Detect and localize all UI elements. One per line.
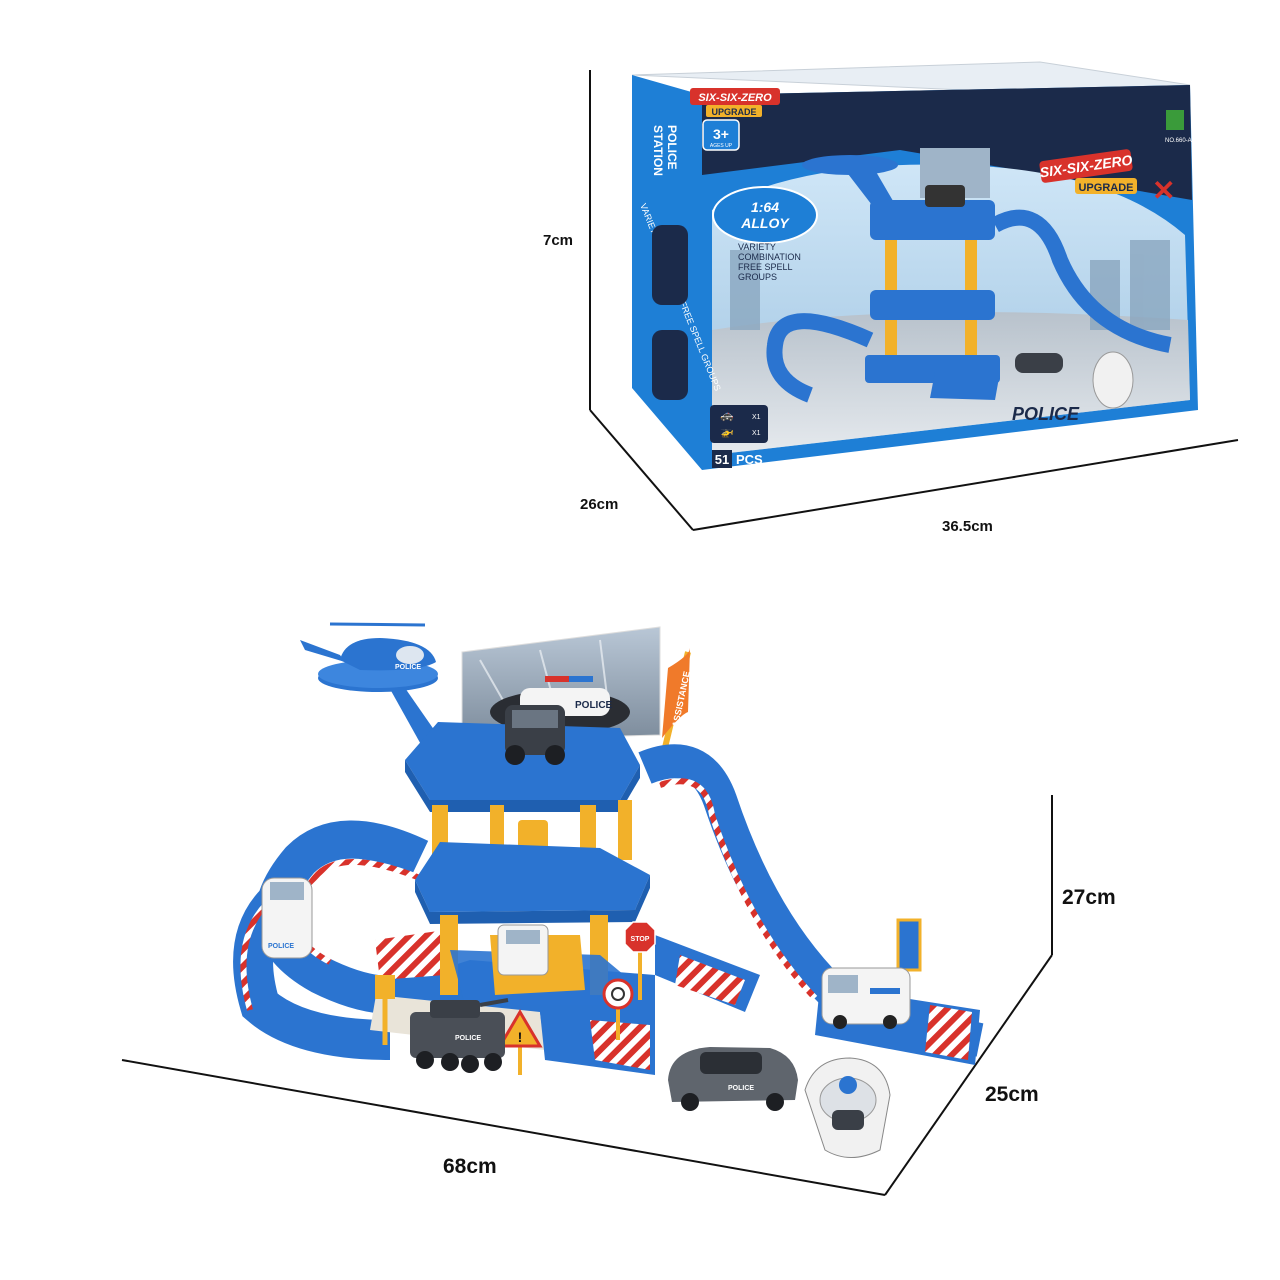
feature-line-1: VARIETY <box>738 242 776 252</box>
stop-sign-text: STOP <box>631 936 650 943</box>
model-number-text: NO.660-A31 <box>1165 138 1199 144</box>
car-count-text: X1 <box>752 414 761 421</box>
side-title-line-1: POLICE <box>665 125 679 170</box>
playset-illustration: POLICE ASSISTANCE POLICE POLICE <box>121 622 1053 1196</box>
stop-sign: STOP <box>624 921 656 1000</box>
box-side-brand-text: SIX-SIX-ZERO <box>698 92 772 104</box>
white-van: POLICE <box>261 877 313 959</box>
pieces-label-text: PCS <box>736 452 763 467</box>
scale-badge: 1:64 ALLOY <box>712 186 818 244</box>
set-width-label: 68cm <box>443 1155 497 1178</box>
box-side-brand-logo: SIX-SIX-ZERO UPGRADE <box>690 88 780 117</box>
maker-logo-icon <box>1166 110 1184 130</box>
helicopter-icon: 🚁 <box>720 426 734 438</box>
box-height-label: 7cm <box>543 232 574 249</box>
scale-sub-text: ALLOY <box>740 215 790 231</box>
warning-icon: ! <box>518 1029 523 1045</box>
scale-text: 1:64 <box>751 199 779 215</box>
box-scene-playset <box>766 148 1172 409</box>
set-height-label: 27cm <box>1062 886 1116 909</box>
model-badge: NO.660-A31 <box>1165 110 1199 144</box>
brand-x-mark-icon: ✕ <box>1152 175 1175 206</box>
side-window-2 <box>652 330 688 400</box>
target-sign <box>602 978 634 1040</box>
armored-vehicle-label: POLICE <box>455 1035 481 1042</box>
gray-car-label: POLICE <box>728 1085 754 1092</box>
box-dimension-lines <box>589 70 1239 531</box>
car-icon: 🚓 <box>720 410 734 422</box>
set-dimension-lines <box>121 795 1053 1196</box>
content-counts: 🚓 X1 🚁 X1 <box>710 405 768 443</box>
box-width-label: 36.5cm <box>942 518 993 535</box>
gray-police-car: POLICE <box>668 1047 798 1111</box>
right-ramp-track <box>638 744 984 1065</box>
pieces-number-text: 51 <box>715 452 729 467</box>
hovercraft <box>804 1057 891 1158</box>
white-ambulance <box>821 967 911 1029</box>
product-box-illustration: SIX-SIX-ZERO UPGRADE ✕ SIX-SIX-ZERO UPGR… <box>589 61 1239 531</box>
side-title-line-2: STATION <box>651 125 665 176</box>
box-scene-buildings <box>730 240 1170 330</box>
feature-line-3: FREE SPELL <box>738 262 793 272</box>
side-title: POLICE STATION <box>651 125 679 176</box>
box-depth-label: 26cm <box>580 496 619 513</box>
box-brand-sub-text: UPGRADE <box>1078 182 1133 194</box>
helicopter-label: POLICE <box>395 664 421 671</box>
traffic-light <box>375 975 395 1045</box>
backdrop-car-label: POLICE <box>575 700 613 711</box>
feature-text: VARIETY COMBINATION FREE SPELL GROUPS <box>738 242 801 282</box>
age-text: 3+ <box>713 126 729 142</box>
white-truck <box>497 924 549 976</box>
feature-line-2: COMBINATION <box>738 252 801 262</box>
theme-label-text: POLICE <box>1012 404 1080 424</box>
pieces-badge: 51 PCS <box>712 450 763 468</box>
van-label: POLICE <box>268 943 294 950</box>
helicopter: POLICE <box>300 622 436 671</box>
age-sub-text: AGES UP <box>710 143 733 149</box>
assistance-flag: ASSISTANCE <box>659 648 692 761</box>
black-jeep <box>505 705 565 765</box>
box-side-brand-sub-text: UPGRADE <box>711 107 756 117</box>
warning-sign: ! <box>497 1009 543 1075</box>
helicopter-count-text: X1 <box>752 430 761 437</box>
set-depth-label: 25cm <box>985 1083 1039 1106</box>
armored-vehicle: POLICE <box>410 998 509 1073</box>
feature-line-4: GROUPS <box>738 272 777 282</box>
side-window-1 <box>652 225 688 305</box>
age-badge: 3+ AGES UP <box>702 119 740 151</box>
